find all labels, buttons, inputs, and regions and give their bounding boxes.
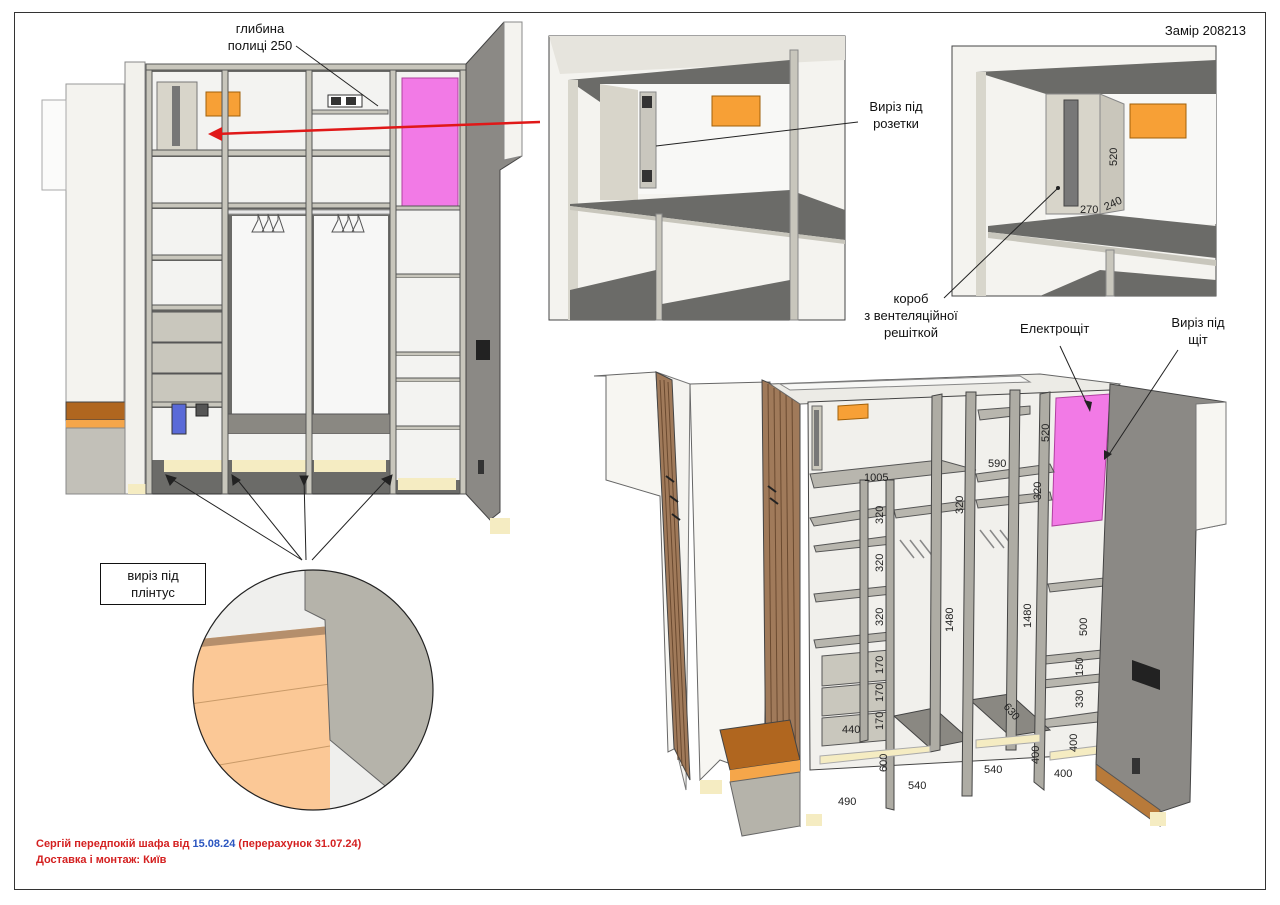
- reference-arrow: [208, 120, 541, 141]
- vent-detail-view: [943, 45, 1217, 299]
- dim-590: 590: [988, 458, 1007, 470]
- dim-490: 490: [838, 796, 857, 808]
- dim-150: 150: [1074, 657, 1086, 676]
- dim-1480-b: 1480: [1022, 603, 1034, 628]
- dim-170-b: 170: [874, 683, 886, 702]
- electrical-panel-label: Електрощіт: [1020, 321, 1090, 336]
- footer-note: Сергій передпокій шафа від 15.08.24 (пер…: [36, 836, 361, 868]
- dim-520: 520: [1040, 423, 1052, 442]
- dim-320-mid: 320: [954, 495, 966, 514]
- dim-540-b: 540: [984, 764, 1003, 776]
- dim-520-detail: 520: [1108, 147, 1120, 166]
- footer-line-2: Доставка і монтаж: Київ: [36, 854, 167, 866]
- dim-320-panel: 320: [1032, 481, 1044, 500]
- front-view-wardrobe: [41, 21, 523, 534]
- footer-line-1: Сергій передпокій шафа від 15.08.24 (пер…: [36, 838, 362, 850]
- dim-540-a: 540: [908, 780, 927, 792]
- perspective-view-wardrobe: [593, 345, 1227, 837]
- dim-400-a: 400: [1030, 745, 1042, 764]
- socket-detail-view: [548, 35, 859, 321]
- plinth-leaders: [165, 474, 393, 561]
- dim-600: 600: [878, 753, 890, 772]
- drawing-frame: [14, 12, 1266, 890]
- measure-number: Замір 208213: [1164, 23, 1246, 38]
- dim-170-a: 170: [874, 655, 886, 674]
- dim-400-c: 400: [1054, 768, 1073, 780]
- dim-500: 500: [1078, 617, 1090, 636]
- dim-1005: 1005: [864, 472, 889, 484]
- dim-270: 270: [1080, 204, 1099, 216]
- dim-320-b: 320: [874, 553, 886, 572]
- dim-320-c: 320: [874, 607, 886, 626]
- dim-1480-a: 1480: [944, 607, 956, 632]
- dim-440: 440: [842, 724, 861, 736]
- dim-170-c: 170: [874, 711, 886, 730]
- plinth-detail-magnifier: [192, 569, 434, 811]
- dim-320-a: 320: [874, 505, 886, 524]
- dim-400-b: 400: [1068, 733, 1080, 752]
- dim-330: 330: [1074, 689, 1086, 708]
